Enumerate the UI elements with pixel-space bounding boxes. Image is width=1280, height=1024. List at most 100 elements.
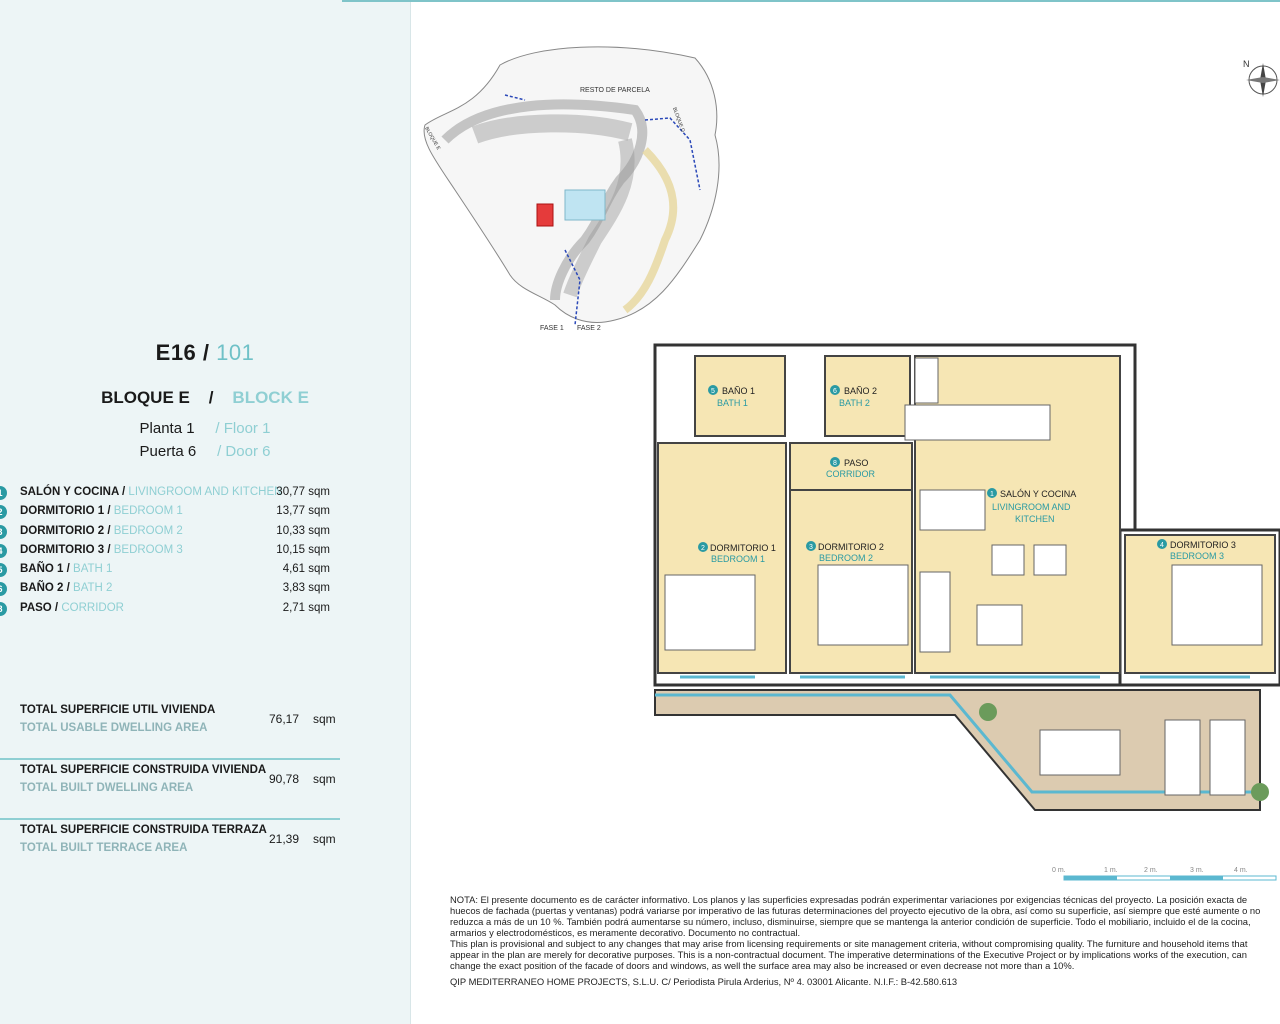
label-bed2-en: BEDROOM 2 [819,553,873,563]
room-name-en: BATH 1 [73,563,113,576]
badge-3-num: 3 [809,544,813,551]
room-name-es: BAÑO 2 / [20,582,70,595]
total-value: 90,78 [269,772,300,786]
sun-lounger [1209,719,1246,796]
area-totals: TOTAL SUPERFICIE UTIL VIVIENDA TOTAL USA… [0,700,340,878]
badge-5-num: 5 [711,388,715,395]
note-line: huecos de fachada (puertas y ventanas) p… [450,905,1261,916]
note-line: This plan is provisional and subject to … [450,938,1248,949]
note-line: reduzca a más de un 10 %. También podrá … [450,916,1251,927]
bed-bedroom-3 [1171,564,1263,646]
armchair [1033,544,1067,576]
room-name-en: BEDROOM 3 [113,543,183,556]
floor-plan: 5 BAÑO 1 BATH 1 6 BAÑO 2 BATH 2 8 PASO C… [653,343,1280,811]
bed-bedroom-2 [817,564,909,646]
compass-needle-cross [1246,77,1280,83]
badge-5 [708,385,718,395]
badge-8 [830,457,840,467]
total-unit: sqm [313,712,336,726]
door-en: / Door 6 [217,443,271,460]
label-corridor-es: PASO [844,458,868,468]
block-en: BLOCK E [232,388,309,407]
room-number-badge: 8 [0,601,7,616]
unit-code-label: E16 / [155,340,210,365]
room-number-badge: 6 [0,582,7,597]
plan-labels: 5 BAÑO 1 BATH 1 6 BAÑO 2 BATH 2 8 PASO C… [698,385,1236,564]
label-corridor-en: CORRIDOR [826,469,875,479]
badge-8-num: 8 [833,460,837,467]
scale-segment [1064,876,1117,880]
room-area: 10,33 sqm [276,524,330,537]
total-unit: sqm [313,832,336,846]
room-name: DORMITORIO 2 / BEDROOM 2 [20,522,183,541]
badge-4 [1157,539,1167,549]
room-name-es: SALÓN Y COCINA / [20,486,126,498]
room-area: 4,61 sqm [282,563,330,576]
room-number-badge: 1 [0,486,7,500]
label-living-en2: KITCHEN [1015,514,1055,524]
room-area: 3,83 sqm [282,582,330,595]
building-ring [441,99,648,301]
room-name-es: BAÑO 1 / [20,563,70,576]
room-name-es: DORMITORIO 1 / [20,505,111,518]
badge-2-num: 2 [701,545,705,552]
label-bed1-en: BEDROOM 1 [711,554,765,564]
room-row: 3 DORMITORIO 2 / BEDROOM 2 10,33 sqm [0,522,340,541]
label-living-en1: LIVINGROOM AND [992,502,1071,512]
scale-tick: 1 m. [1104,867,1118,874]
room-name-es: PASO / [20,601,59,614]
compass-icon: N [1243,59,1280,97]
total-value: 76,17 [269,712,300,726]
label-fase-1: FASE 1 [540,325,564,332]
room-row: 4 DORMITORIO 3 / BEDROOM 3 10,15 sqm [0,541,340,560]
scale-tick: 3 m. [1190,867,1204,874]
unit-code: E16 / 101 [0,340,410,366]
disclaimer-note: NOTA: El presente documento es de caráct… [450,894,1280,971]
sofa [919,571,951,653]
room-row: 8 PASO / CORRIDOR 2,71 sqm [0,599,340,618]
badge-3 [806,541,816,551]
room-bath-1 [694,355,786,437]
planter [979,703,997,721]
total-terrace-area: TOTAL SUPERFICIE CONSTRUIDA TERRAZA TOTA… [0,818,340,878]
bed-bedroom-1 [664,574,756,651]
kitchen-appliance [914,357,939,404]
top-accent-line [342,0,1280,2]
door-line: Puerta 6 / Door 6 [0,443,410,460]
scale-tick: 0 m. [1052,867,1066,874]
kitchen-counter [904,404,1051,441]
room-number-badge: 5 [0,563,7,578]
label-bed1-es: DORMITORIO 1 [710,543,776,553]
total-label-en: TOTAL USABLE DWELLING AREA [20,722,208,734]
note-line: change the exact position of the facade … [450,960,1075,971]
room-name: BAÑO 1 / BATH 1 [20,560,112,579]
floor-es: Planta 1 [139,420,195,437]
badge-1-num: 1 [990,491,994,498]
badge-6 [830,385,840,395]
label-bath2-es: BAÑO 2 [844,386,877,396]
total-label-es: TOTAL SUPERFICIE CONSTRUIDA VIVIENDA [20,764,267,776]
total-built-area: TOTAL SUPERFICIE CONSTRUIDA VIVIENDA TOT… [0,758,340,818]
room-area: 10,15 sqm [276,543,330,556]
scale-bar: 0 m. 1 m. 2 m. 3 m. 4 m. [1052,867,1277,881]
badge-2 [698,542,708,552]
badge-4-num: 4 [1160,542,1164,549]
room-name-en: CORRIDOR [61,601,124,614]
scale-tick: 2 m. [1144,867,1158,874]
planter [1251,783,1269,801]
room-row: 5 BAÑO 1 / BATH 1 4,61 sqm [0,560,340,579]
room-name: SALÓN Y COCINA / LIVINGROOM AND KITCHEN [20,483,282,502]
unit-number: 101 [216,340,255,365]
room-name: DORMITORIO 3 / BEDROOM 3 [20,541,183,560]
room-row: 1 SALÓN Y COCINA / LIVINGROOM AND KITCHE… [0,483,340,502]
block-es: BLOQUE E [101,388,190,407]
room-bath-2 [824,355,911,437]
room-list: 1 SALÓN Y COCINA / LIVINGROOM AND KITCHE… [0,483,340,618]
note-line: appear in the plan are merely for decora… [450,949,1247,960]
badge-6-num: 6 [833,388,837,395]
total-label-es: TOTAL SUPERFICIE UTIL VIVIENDA [20,704,216,716]
room-name-en: LIVINGROOM AND KITCHEN [128,486,283,498]
total-label-en: TOTAL BUILT TERRACE AREA [20,842,188,854]
armchair [991,544,1025,576]
note-line: NOTA: El presente documento es de caráct… [450,894,1248,905]
